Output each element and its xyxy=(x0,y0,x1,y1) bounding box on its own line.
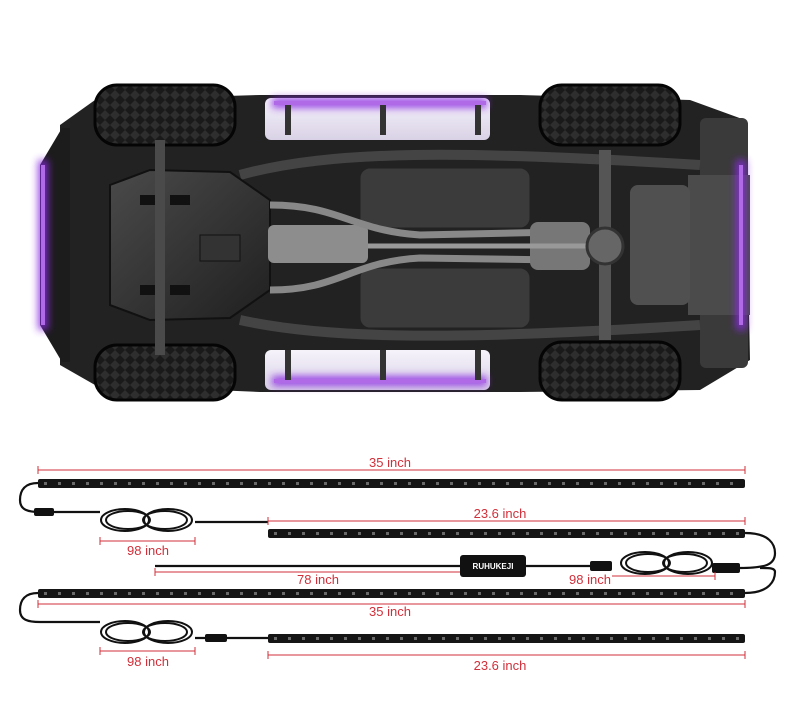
plug-connector xyxy=(590,561,612,571)
uv-strip-rear xyxy=(739,165,743,325)
floor-pan-right xyxy=(359,267,531,329)
led-strip-bottom-long xyxy=(38,589,745,598)
skid-vent xyxy=(140,195,160,205)
uv-strip-top xyxy=(274,101,486,105)
cable-bottom-long-right xyxy=(744,566,777,595)
differential xyxy=(585,226,625,266)
skid-center xyxy=(199,234,241,262)
cable-coil-bottom xyxy=(100,620,193,644)
plug-connector xyxy=(712,563,740,573)
dimension-lines xyxy=(37,466,746,659)
kit-cables xyxy=(18,481,777,640)
dim-label-bottom-short: 23.6 inch xyxy=(474,658,527,673)
dim-label-top-short: 23.6 inch xyxy=(474,506,527,521)
dim-label-bottom-long: 35 inch xyxy=(369,604,411,619)
controller-box: RUHUKEJI xyxy=(460,555,526,577)
uv-strip-bottom xyxy=(274,379,486,383)
light-strip-kit: RUHUKEJI 35 inch 23.6 inch 98 inch 78 in… xyxy=(18,455,777,673)
led-strip-top-short xyxy=(268,529,745,538)
plug-connector xyxy=(205,634,227,642)
led-strip-bottom-short xyxy=(268,634,745,643)
skid-plate xyxy=(109,168,271,322)
tire-rear-left xyxy=(538,83,682,147)
dim-label-main-cable: 78 inch xyxy=(297,572,339,587)
dim-label-cable-bottom-left: 98 inch xyxy=(127,654,169,669)
dim-label-cable-top-left: 98 inch xyxy=(127,543,169,558)
fuel-tank xyxy=(630,185,690,305)
tire-front-left xyxy=(93,83,237,147)
running-board-top xyxy=(265,98,490,140)
cable-top-long xyxy=(18,481,100,514)
skid-vent xyxy=(170,195,190,205)
uv-strip-front xyxy=(41,165,45,325)
cable-coil-right xyxy=(620,551,713,575)
transmission xyxy=(268,225,368,263)
led-strip-top-long xyxy=(38,479,745,488)
dim-label-top-long: 35 inch xyxy=(369,455,411,470)
cable-bottom-long xyxy=(18,591,100,624)
cable-coil-top xyxy=(100,508,193,532)
plug-connector xyxy=(34,508,54,516)
skid-vent xyxy=(170,285,190,295)
controller-brand: RUHUKEJI xyxy=(473,562,514,571)
vehicle-underside xyxy=(38,83,750,402)
tire-rear-right xyxy=(538,340,682,402)
skid-vent xyxy=(140,285,160,295)
exhaust-pipe xyxy=(269,254,561,294)
exhaust-pipe xyxy=(269,201,561,239)
floor-pan-left xyxy=(359,167,531,229)
cable-top-short xyxy=(715,531,777,570)
dim-label-cable-right: 98 inch xyxy=(569,572,611,587)
strip-brackets xyxy=(285,105,481,380)
